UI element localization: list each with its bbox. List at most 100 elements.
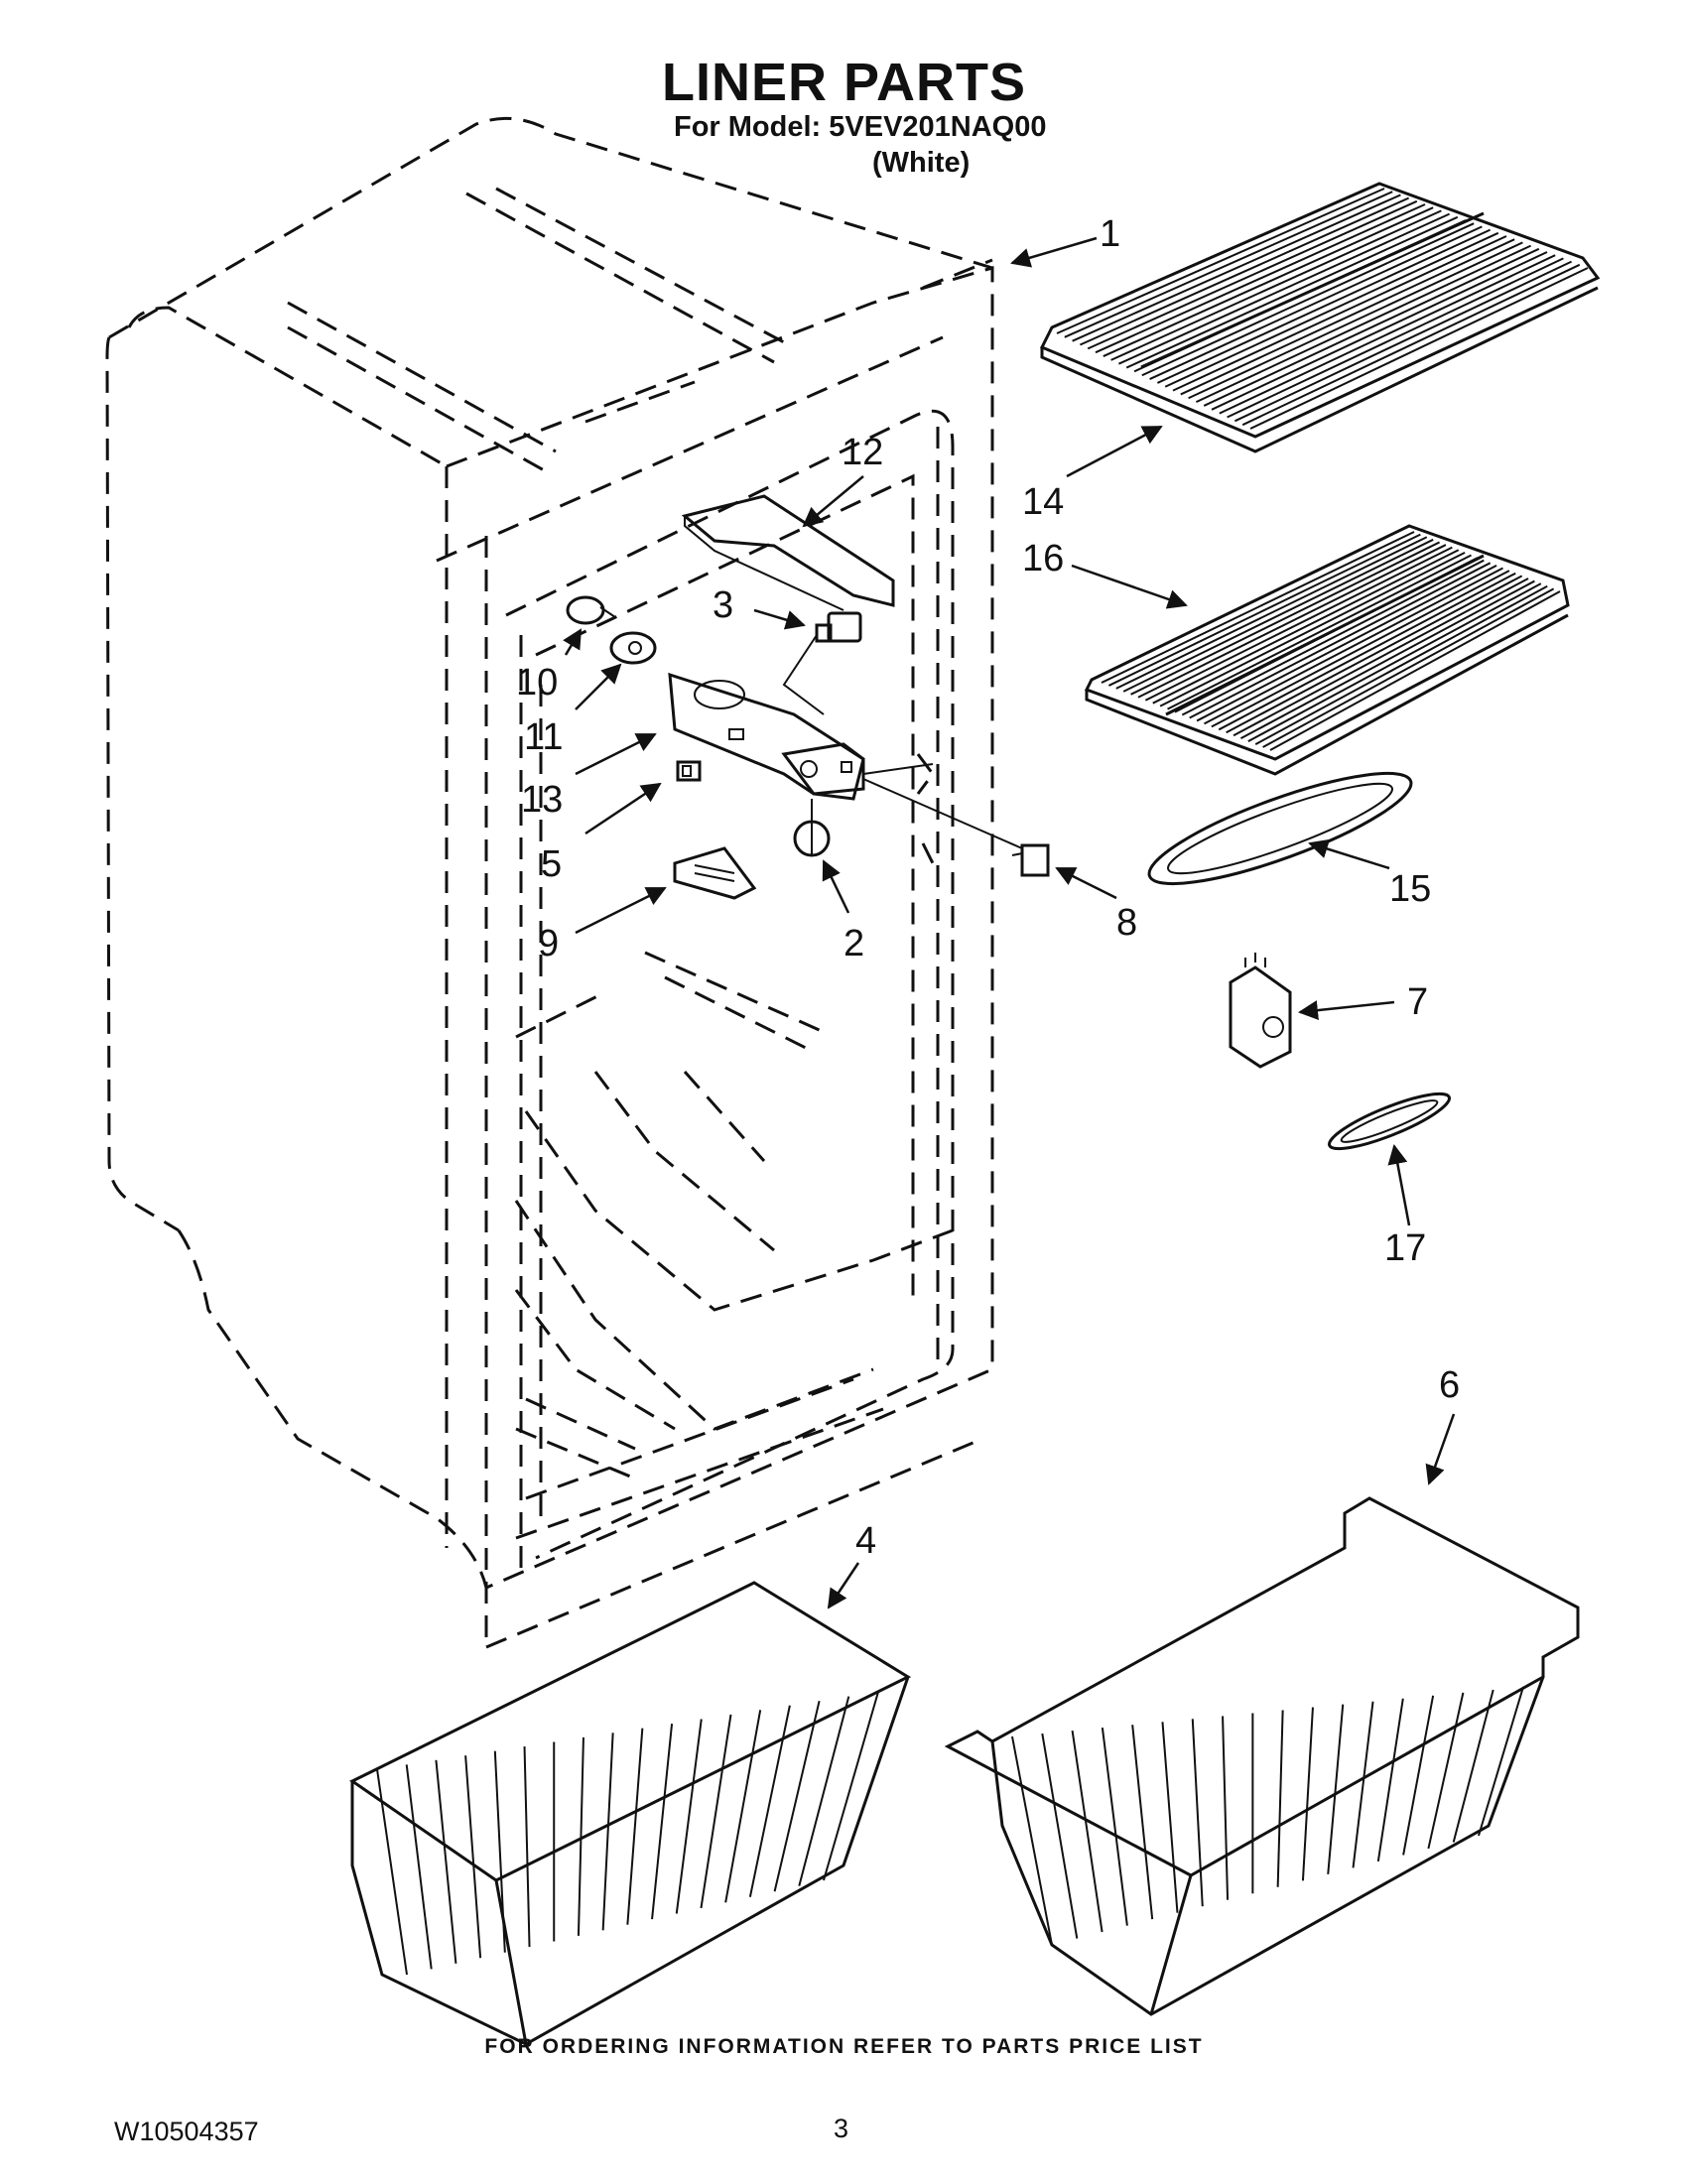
liner-cabinet-outline — [105, 116, 994, 1649]
callout-9: 9 — [538, 923, 559, 964]
wire — [1071, 1730, 1104, 1933]
callout-16: 16 — [1022, 538, 1064, 579]
wire — [601, 1733, 614, 1931]
wire — [700, 1714, 732, 1909]
wire — [1115, 536, 1428, 690]
callout-15: 15 — [1389, 868, 1431, 910]
wire — [1276, 1710, 1284, 1887]
wire — [1376, 1698, 1404, 1863]
part-7-temperature-control — [1229, 953, 1292, 1069]
wire — [748, 1705, 791, 1897]
wire — [1101, 531, 1415, 684]
wire — [1159, 551, 1466, 707]
wire — [1352, 1701, 1374, 1868]
callout-5: 5 — [541, 843, 562, 885]
wire — [1218, 572, 1516, 731]
callout-3: 3 — [713, 584, 733, 626]
wire — [1011, 1735, 1053, 1946]
part-11-bulb-socket — [609, 631, 657, 665]
part-17-small-vent — [1328, 1092, 1451, 1151]
wire — [1161, 1722, 1179, 1913]
part-16-wire-shelf — [1084, 524, 1570, 776]
wire — [1125, 215, 1459, 369]
wire — [1204, 567, 1503, 725]
wire — [1181, 559, 1485, 716]
wire — [1196, 565, 1497, 722]
wire — [1227, 257, 1564, 419]
wire — [1122, 538, 1434, 693]
wire — [405, 1764, 433, 1970]
wire — [1064, 191, 1393, 338]
wire — [1262, 587, 1555, 748]
wire — [1072, 193, 1401, 342]
leader-lines — [563, 236, 1456, 1609]
callout-13: 13 — [521, 779, 563, 821]
part-3-sensor — [782, 611, 862, 715]
part-8-door-switch — [862, 778, 1050, 877]
part-13-light-housing — [668, 672, 934, 801]
wire — [823, 1691, 879, 1881]
wire — [1427, 1692, 1465, 1850]
wire — [1222, 1716, 1230, 1900]
wire — [1164, 231, 1499, 388]
wire — [577, 1736, 584, 1936]
part-4-wire-basket — [349, 1581, 912, 2046]
wire — [1137, 544, 1447, 699]
wire — [1041, 1733, 1079, 1939]
wire — [1156, 228, 1492, 384]
wire — [1195, 244, 1532, 404]
wire — [1219, 254, 1556, 415]
wire — [1117, 212, 1451, 365]
wire — [1211, 251, 1548, 411]
callout-12: 12 — [842, 432, 883, 473]
wire — [376, 1768, 408, 1976]
part-9-cover — [673, 846, 757, 900]
part-6-wire-basket — [944, 1496, 1580, 2016]
wire — [1167, 554, 1472, 710]
part-2-knob — [793, 799, 831, 857]
callout-17: 17 — [1384, 1227, 1426, 1269]
callout-14: 14 — [1022, 481, 1064, 523]
wire — [1144, 546, 1453, 702]
wire — [724, 1710, 762, 1903]
wire — [1239, 579, 1535, 740]
part-5-switch — [676, 760, 702, 782]
wire — [1188, 241, 1523, 400]
wire — [798, 1696, 850, 1886]
callout-1: 1 — [1100, 213, 1120, 255]
wire — [675, 1719, 703, 1914]
wire — [626, 1728, 644, 1925]
wire — [1233, 578, 1529, 737]
wire — [1101, 1728, 1128, 1926]
wire — [1234, 260, 1573, 423]
part-10-light-bulb — [566, 595, 616, 625]
wire — [493, 1750, 506, 1953]
wire — [435, 1759, 457, 1964]
page-title: LINER PARTS — [661, 53, 1026, 112]
wire — [1402, 1695, 1435, 1856]
model-variant: (White) — [872, 147, 971, 179]
wire — [1189, 562, 1492, 719]
wire — [523, 1746, 531, 1948]
wire — [1269, 590, 1561, 751]
part-14-wire-shelf — [1039, 182, 1601, 453]
wire — [1095, 203, 1426, 354]
wire — [1249, 267, 1589, 430]
wire — [1191, 1719, 1204, 1907]
callout-10: 10 — [516, 662, 558, 704]
callout-labels: 1 2 3 4 5 6 7 8 9 10 11 12 13 14 15 16 1… — [516, 213, 1460, 1562]
wire — [1079, 196, 1410, 346]
page-number: 3 — [834, 2114, 849, 2143]
wire — [1327, 1704, 1345, 1874]
model-line: For Model: 5VEV201NAQ00 — [674, 111, 1047, 143]
wire — [651, 1724, 674, 1920]
wire — [1452, 1689, 1494, 1843]
callout-6: 6 — [1439, 1364, 1460, 1406]
wire — [1087, 199, 1418, 350]
part-15-air-vent — [1147, 771, 1413, 886]
callout-2: 2 — [844, 923, 864, 964]
wire — [1180, 238, 1515, 396]
wire — [1211, 570, 1510, 728]
callout-7: 7 — [1407, 981, 1428, 1023]
